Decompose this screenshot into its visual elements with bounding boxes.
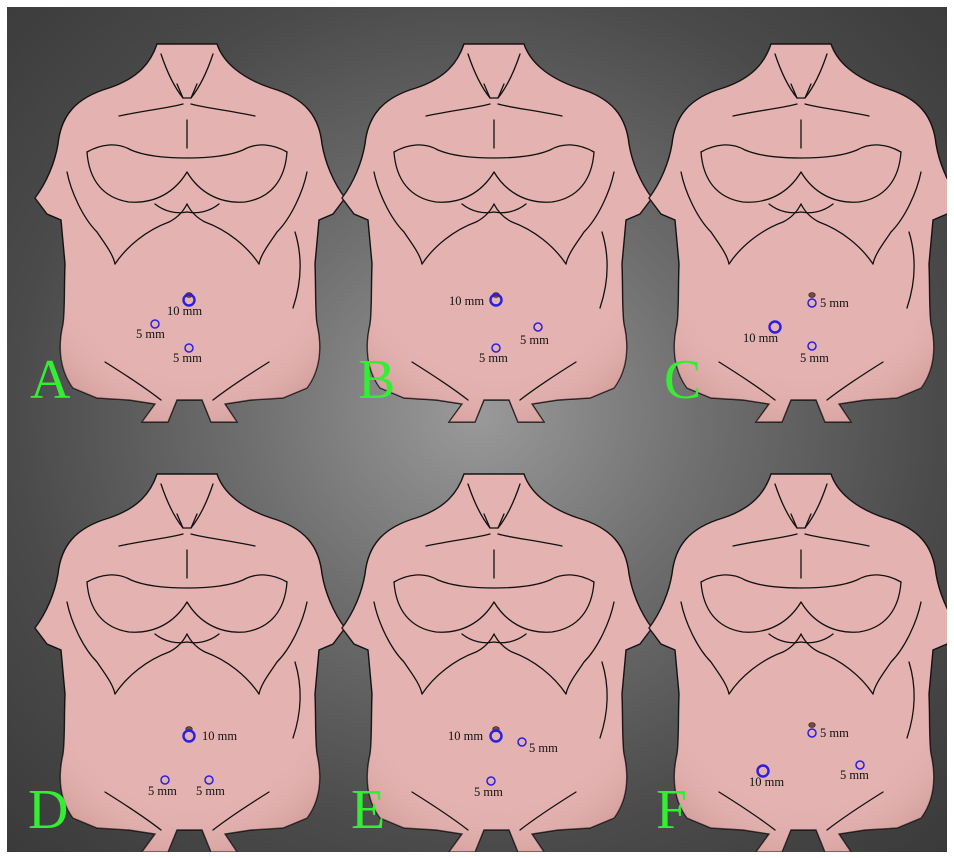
port-size-label: 5 mm — [148, 785, 177, 798]
port-size-label: 10 mm — [449, 295, 484, 308]
port-size-label: 5 mm — [196, 785, 225, 798]
torso-figure — [35, 474, 345, 852]
umbilicus-marker — [809, 293, 815, 298]
port-size-label: 10 mm — [167, 305, 202, 318]
port-size-label: 5 mm — [840, 769, 869, 782]
panel-letter: C — [664, 352, 701, 408]
panel-letter: A — [30, 352, 70, 408]
torso-svg — [364, 462, 664, 852]
panel-letter: D — [28, 782, 68, 838]
torso-svg — [364, 32, 664, 452]
port-size-label: 5 mm — [173, 352, 202, 365]
torso-figure — [649, 474, 947, 852]
port-size-label: 10 mm — [202, 730, 237, 743]
port-size-label: 5 mm — [820, 297, 849, 310]
umbilicus-marker — [809, 723, 815, 728]
port-size-label: 5 mm — [474, 786, 503, 799]
port-size-label: 5 mm — [520, 334, 549, 347]
port-size-label: 10 mm — [749, 776, 784, 789]
torso-svg — [671, 462, 947, 852]
torso-svg — [671, 32, 947, 452]
port-size-label: 5 mm — [136, 328, 165, 341]
port-size-label: 10 mm — [448, 730, 483, 743]
torso-figure — [35, 44, 345, 422]
panel-letter: E — [351, 782, 385, 838]
panel-letter: F — [656, 782, 687, 838]
port-size-label: 10 mm — [743, 332, 778, 345]
port-size-label: 5 mm — [529, 742, 558, 755]
port-size-label: 5 mm — [820, 727, 849, 740]
port-size-label: 5 mm — [800, 352, 829, 365]
port-size-label: 5 mm — [479, 352, 508, 365]
panel-letter: B — [358, 352, 395, 408]
torso-svg — [57, 32, 357, 452]
